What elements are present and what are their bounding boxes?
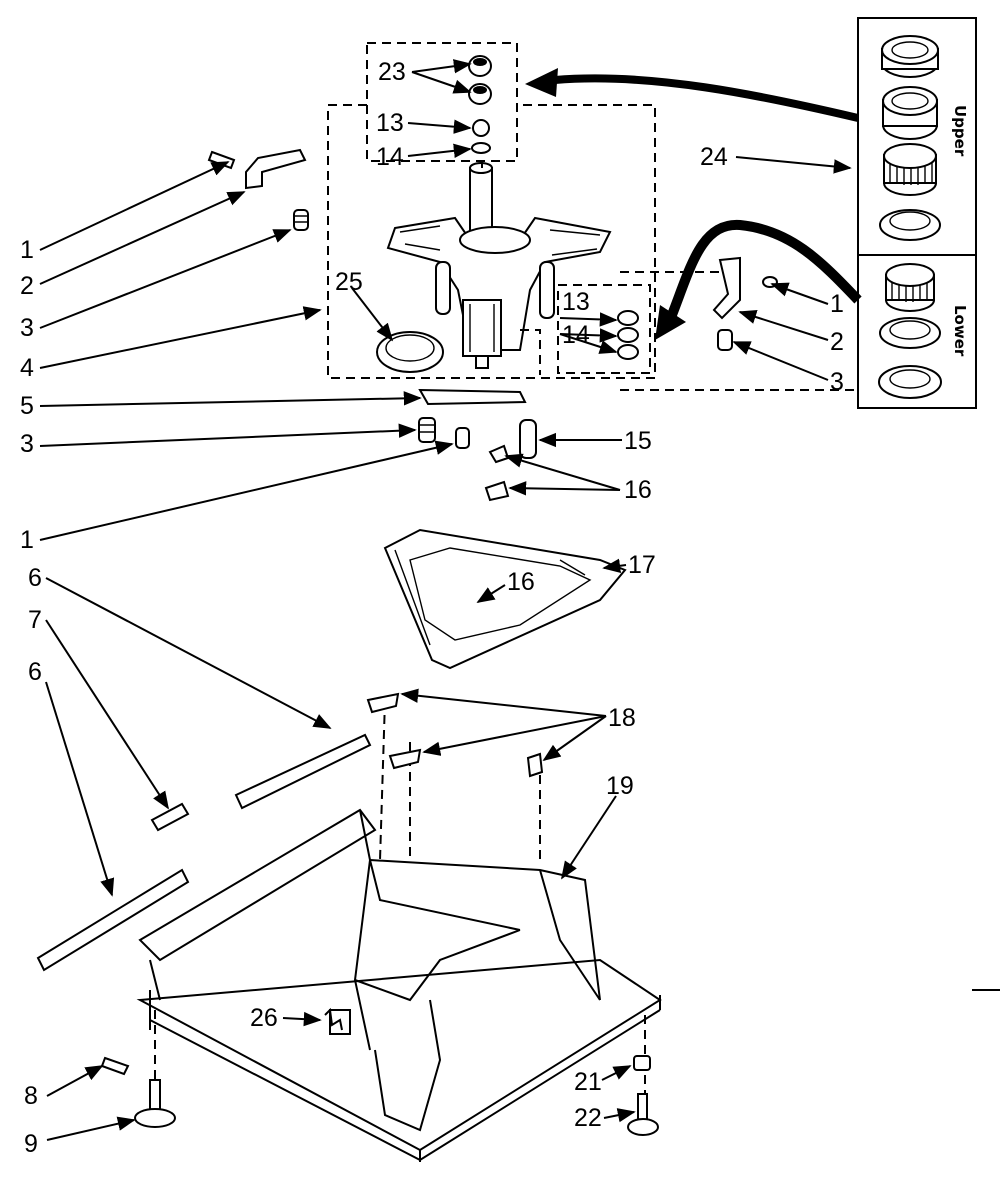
leader-lines — [39, 59, 852, 1141]
callout-1-upper-left: 1 — [20, 236, 34, 264]
top-bearing-stack — [468, 55, 492, 154]
inset-bearings: Upper Lower — [878, 35, 969, 399]
dashed-groupings — [327, 17, 977, 409]
foot-9-icon — [134, 1079, 176, 1128]
callout-16-lower: 16 — [507, 568, 535, 596]
right-bearing-stack — [617, 310, 639, 360]
nut-21-icon — [633, 1055, 651, 1071]
callout-8: 8 — [24, 1082, 38, 1110]
lower-roller-cage-icon — [885, 263, 935, 312]
pin-7-icon — [150, 802, 190, 832]
callout-5: 5 — [20, 392, 34, 420]
callout-19: 19 — [606, 772, 634, 800]
callout-14-right: 14 — [562, 321, 590, 349]
callout-6-upper: 6 — [28, 564, 42, 592]
callout-4: 4 — [20, 354, 34, 382]
lower-race-1-icon — [879, 317, 941, 349]
upper-transfer-arrowhead — [525, 68, 558, 97]
base-plate-17 — [383, 528, 627, 670]
upper-roller-cage-icon — [883, 143, 937, 196]
inset-lower-label: Lower — [951, 305, 969, 357]
callout-13-top: 13 — [376, 109, 404, 137]
upper-right-bracket-parts — [712, 256, 778, 351]
lower-race-2-icon — [878, 365, 942, 399]
callout-1-middle: 1 — [20, 526, 34, 554]
inset-bearing-box — [857, 17, 977, 409]
upper-race-icon — [879, 209, 941, 241]
callout-25: 25 — [335, 268, 363, 296]
callout-23: 23 — [378, 58, 406, 86]
callout-7: 7 — [28, 606, 42, 634]
callout-17: 17 — [628, 551, 656, 579]
callout-6-lower: 6 — [28, 658, 42, 686]
bracket-2-icon — [245, 148, 307, 190]
rail-6-upper-icon — [234, 733, 372, 810]
inset-upper-label: Upper — [951, 105, 969, 157]
callout-3-upper-left: 3 — [20, 314, 34, 342]
callout-3-middle: 3 — [20, 430, 34, 458]
seal-14-icon — [471, 142, 491, 154]
upper-bearing-2-icon — [882, 86, 938, 140]
box-top-bearing — [366, 42, 518, 162]
callout-26: 26 — [250, 1004, 278, 1032]
bolt-8-icon — [100, 1056, 130, 1076]
callout-9: 9 — [24, 1130, 38, 1158]
box-right-bearing — [557, 284, 651, 374]
bearing-13-icon — [472, 119, 490, 137]
callout-21: 21 — [574, 1068, 602, 1096]
callout-14-top: 14 — [376, 143, 404, 171]
spring-3-icon — [293, 209, 309, 231]
clip-18-parts — [366, 692, 544, 778]
callout-3-upper-right: 3 — [830, 368, 844, 396]
leveling-feet — [100, 1055, 659, 1136]
upper-transfer-arrow — [554, 74, 859, 122]
lower-transfer-arrowhead — [655, 305, 686, 340]
callout-13-right: 13 — [562, 288, 590, 316]
foot-22-icon — [627, 1093, 659, 1136]
rail-parts — [36, 733, 372, 972]
bracket-5-parts — [418, 388, 537, 459]
callout-2-upper-left: 2 — [20, 272, 34, 300]
rail-6-lower-icon — [36, 868, 190, 972]
callout-1-upper-right: 1 — [830, 290, 844, 318]
lower-transfer-band — [665, 219, 862, 322]
callout-numbers: 23 13 14 24 1 2 3 25 4 13 14 1 2 3 5 3 1… — [20, 58, 844, 1158]
box-main-assembly — [327, 104, 656, 379]
callout-16-upper: 16 — [624, 476, 652, 504]
callout-24: 24 — [700, 143, 728, 171]
upper-left-bracket-parts — [207, 148, 309, 231]
upper-bearing-1-icon — [881, 35, 939, 78]
callout-22: 22 — [574, 1104, 602, 1132]
callout-18: 18 — [608, 704, 636, 732]
callout-2-upper-right: 2 — [830, 328, 844, 356]
callout-15: 15 — [624, 427, 652, 455]
spring-26-icon — [324, 1007, 343, 1031]
ring-25-icon — [376, 331, 444, 373]
